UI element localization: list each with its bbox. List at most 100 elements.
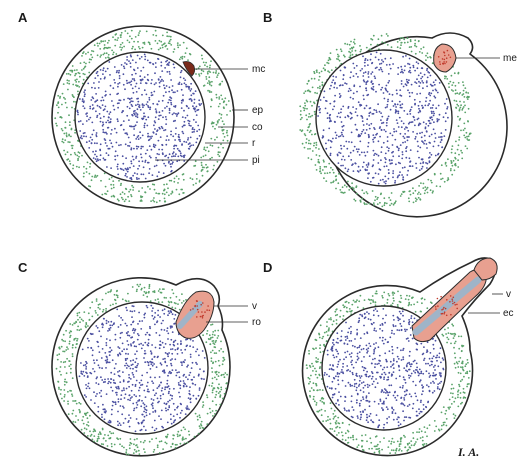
stipple-dot	[457, 363, 459, 365]
stipple-dot	[88, 425, 90, 427]
stipple-dot	[383, 181, 385, 183]
stipple-dot	[90, 59, 92, 61]
stipple-dot	[157, 314, 159, 316]
stipple-dot	[154, 291, 156, 293]
stipple-dot	[416, 61, 418, 63]
stipple-dot	[430, 57, 432, 59]
stipple-dot	[69, 70, 71, 72]
stipple-dot	[426, 384, 428, 386]
stipple-dot	[376, 414, 378, 416]
stipple-dot	[96, 72, 98, 74]
stipple-dot	[308, 89, 310, 91]
stipple-dot	[174, 358, 176, 360]
stipple-dot	[373, 35, 375, 37]
stipple-dot	[60, 366, 62, 368]
stipple-dot	[357, 415, 359, 417]
stipple-dot	[114, 128, 116, 130]
stipple-dot	[68, 135, 70, 137]
stipple-dot	[413, 437, 415, 439]
stipple-dot	[165, 119, 167, 121]
stipple-dot	[93, 129, 95, 131]
stipple-dot	[387, 44, 389, 46]
stipple-dot	[120, 317, 122, 319]
stipple-dot	[352, 345, 354, 347]
stipple-dot	[110, 437, 112, 439]
stipple-dot	[158, 193, 160, 195]
stipple-dot	[344, 82, 346, 84]
stipple-dot	[411, 363, 413, 365]
stipple-dot	[218, 350, 220, 352]
stipple-dot	[427, 77, 429, 79]
stipple-dot	[121, 413, 123, 415]
stipple-dot	[173, 318, 175, 320]
stipple-dot	[422, 390, 424, 392]
stipple-dot	[397, 41, 399, 43]
stipple-dot	[327, 172, 329, 174]
stipple-dot	[92, 368, 94, 370]
stipple-dot	[181, 83, 183, 85]
stipple-dot	[424, 358, 426, 360]
stipple-dot	[189, 120, 191, 122]
stipple-dot	[323, 97, 325, 99]
stipple-dot	[398, 329, 400, 331]
stipple-dot	[134, 449, 136, 451]
stipple-dot	[109, 420, 111, 422]
stipple-dot	[404, 141, 406, 143]
stipple-dot	[147, 382, 149, 384]
stipple-dot	[415, 163, 417, 165]
stipple-dot	[182, 116, 184, 118]
stipple-dot	[396, 329, 398, 331]
stipple-dot	[179, 417, 181, 419]
stipple-dot	[393, 441, 395, 443]
stipple-dot	[115, 339, 117, 341]
stipple-dot	[152, 183, 154, 185]
stipple-dot	[312, 365, 314, 367]
stipple-dot	[211, 81, 213, 83]
stipple-dot	[91, 176, 93, 178]
stipple-dot	[395, 106, 397, 108]
stipple-dot	[203, 371, 205, 373]
stipple-dot	[119, 46, 121, 48]
stipple-dot	[216, 374, 218, 376]
stipple-dot	[316, 402, 318, 404]
stipple-dot	[360, 295, 362, 297]
stipple-dot	[102, 104, 104, 106]
stipple-dot	[455, 341, 457, 343]
stipple-dot	[123, 389, 125, 391]
stipple-dot	[365, 368, 367, 370]
stipple-dot	[366, 371, 368, 373]
stipple-dot	[92, 349, 94, 351]
stipple-dot	[360, 411, 362, 413]
stipple-dot	[138, 190, 140, 192]
stipple-dot	[223, 123, 225, 125]
stipple-dot	[68, 365, 70, 367]
stipple-dot	[450, 168, 452, 170]
stipple-dot	[219, 83, 221, 85]
stipple-dot	[410, 317, 412, 319]
stipple-dot	[201, 164, 203, 166]
stipple-dot	[364, 409, 366, 411]
stipple-dot	[369, 385, 371, 387]
stipple-dot	[455, 158, 457, 160]
stipple-dot	[165, 410, 167, 412]
stipple-dot	[106, 52, 108, 54]
stipple-dot	[441, 147, 443, 149]
stipple-dot	[119, 352, 121, 354]
stipple-dot	[61, 398, 63, 400]
stipple-dot	[200, 103, 202, 105]
stipple-dot	[422, 76, 424, 78]
stipple-dot	[340, 310, 342, 312]
stipple-dot	[165, 129, 167, 131]
stipple-dot	[77, 91, 79, 93]
stipple-dot	[156, 103, 158, 105]
stipple-dot	[409, 363, 411, 365]
stipple-dot	[140, 70, 142, 72]
stipple-dot	[167, 187, 169, 189]
stipple-dot	[112, 87, 114, 89]
stipple-dot	[141, 400, 143, 402]
stipple-dot	[337, 399, 339, 401]
stipple-dot	[313, 382, 315, 384]
stipple-dot	[189, 345, 191, 347]
stipple-dot	[324, 64, 326, 66]
stipple-dot	[431, 154, 433, 156]
